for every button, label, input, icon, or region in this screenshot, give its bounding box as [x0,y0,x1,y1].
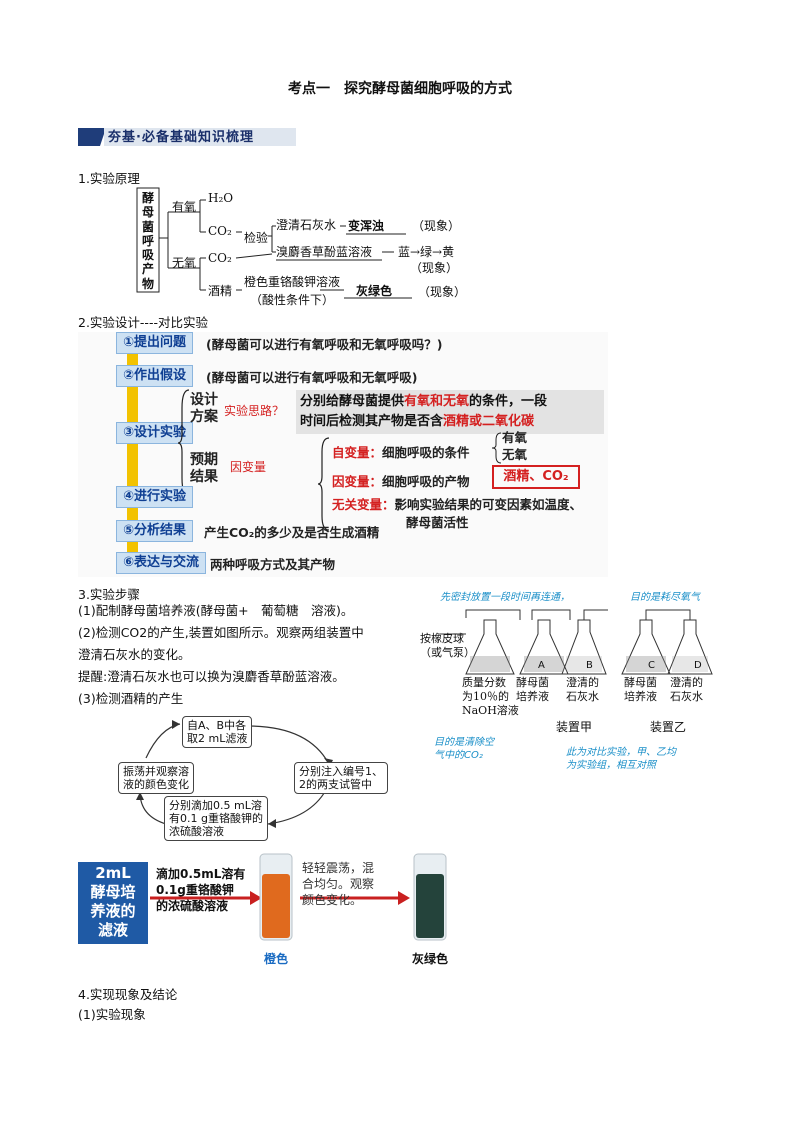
limewater-label: 澄清石灰水 [276,218,337,232]
yeast-a-label: 酵母菌培养液 [516,676,549,703]
flow-box-3: 分别滴加0.5 mL溶有0.1 g重铬酸钾的浓硫酸溶液 [164,796,268,841]
phenomenon-3: （现象） [418,285,467,299]
flow-box-4: 振荡并观察溶液的颜色变化 [118,762,194,794]
iv-options: 有氧无氧 [502,430,528,462]
shake-text: 轻轻震荡，混合均匀。观察颜色变化。 [302,861,375,907]
step-hypothesis: ②作出假设 [116,365,194,387]
colorchain-label: 蓝→绿→黄 [398,245,455,259]
timeline-bar [127,342,138,572]
annot-seal: 先密封放置一段时间再连通， [440,592,570,603]
section-banner [78,128,296,146]
section4-sub: (1)实验现象 [78,1007,146,1022]
banner-text: 夯基·必备基础知识梳理 [108,130,254,145]
idea-box: 分别给酵母菌提供有氧和无氧的条件，一段 时间后检测其产物是否含酒精或二氧化碳 [296,390,604,434]
phenomenon-2: （现象） [410,261,459,275]
dv-row: 因变量：细胞呼吸的产物 [332,474,470,489]
dv-box: 酒精、CO₂ [492,465,580,489]
section2-heading: 2.实验设计----对比实验 [78,315,208,330]
section1-heading: 1.实验原理 [78,171,140,186]
design-label: 设计方案 [190,392,218,425]
flow-box-1: 自A、B中各取2 mL滤液 [182,716,253,748]
step-design: ③设计实验 [116,422,194,444]
section3-heading: 3.实验步骤 [78,587,140,602]
principle-lines [136,187,412,299]
flask-b-letter: B [586,660,593,671]
detect-label: 检验 [244,231,269,245]
design-brace [178,389,190,497]
expected-label: 预期结果 [190,452,218,485]
step-communicate-text: 两种呼吸方式及其产物 [210,557,336,572]
annot-oxygen: 目的是耗尽氧气 [630,592,700,603]
flask-d-letter: D [694,660,702,671]
btb-label: 溴麝香草酚蓝溶液 [276,245,373,259]
iv-row: 自变量：细胞呼吸的条件 [332,445,470,460]
h2o-label: H₂O [208,191,234,205]
alcohol-label: 酒精 [208,284,233,298]
graygreen-tube-label: 灰绿色 [412,952,449,966]
orange-label: 橙色 [264,952,289,966]
step-conduct: ④进行实验 [116,486,194,508]
co2-label-1: CO₂ [208,224,232,238]
step-question-text: (酵母菌可以进行有氧呼吸和无氧呼吸吗？) [206,337,443,352]
section4-heading: 4.实现现象及结论 [78,987,178,1002]
lime-b-label: 澄清的石灰水 [670,676,703,703]
annot-remove-co2: 目的是清除空气中的CO₂ [434,737,494,761]
section3-steps: (1)配制酵母菌培养液(酵母菌+ 葡萄糖 溶液)。 (2)检测CO2的产生,装置… [78,603,364,706]
step-hypothesis-text: (酵母菌可以进行有氧呼吸和无氧呼吸) [206,370,418,385]
lime-a-label: 澄清的石灰水 [566,676,599,703]
step-question: ①提出问题 [116,332,194,354]
step-analyze-text: 产生CO₂的多少及是否生成酒精 [204,525,380,540]
device1-label: 装置甲 [556,720,593,734]
graygreen-label: 灰绿色 [356,284,393,298]
turbid-label: 变浑浊 [348,219,385,233]
aerobic-label: 有氧 [172,200,197,214]
cv-row: 无关变量：影响实验结果的可变因素如温度、 酵母菌活性 [332,497,583,530]
co2-label-2: CO₂ [208,251,232,265]
annot-control: 此为对比实验，甲、乙均为实验组，相互对照 [566,747,676,771]
pump-label: 按橡皮球（或气泵） [420,632,475,659]
flask-c-letter: C [648,660,655,671]
flask-a-letter: A [538,660,545,671]
tube-arrows [150,891,410,905]
dichromate-label: 橙色重铬酸钾溶液 [244,275,341,289]
phenomenon-1: （现象） [412,219,461,233]
orange-tube [259,853,293,941]
page-title: 考点一 探究酵母菌细胞呼吸的方式 [288,81,512,97]
anaerobic-label: 无氧 [172,256,197,270]
dependent-hint: 因变量 [230,460,267,474]
idea-label: 实验思路？ [224,404,285,418]
result-brace [318,437,330,531]
flow-box-2: 分别注入编号1、2的两支试管中 [294,762,388,794]
iv-brace [492,432,502,464]
experiment-design-panel: ①提出问题 (酵母菌可以进行有氧呼吸和无氧呼吸吗？) ②作出假设 (酵母菌可以进… [78,332,608,577]
graygreen-tube [413,853,447,941]
acidic-label: （酸性条件下） [250,293,335,307]
yeast-b-label: 酵母菌培养液 [624,676,657,703]
step-communicate: ⑥表达与交流 [116,552,207,574]
flow-arrows [136,720,333,828]
co2-apparatus [440,609,713,675]
step-analyze: ⑤分析结果 [116,520,194,542]
subject-label: 酵母菌呼吸产物 [141,191,154,291]
device2-label: 装置乙 [650,720,687,734]
